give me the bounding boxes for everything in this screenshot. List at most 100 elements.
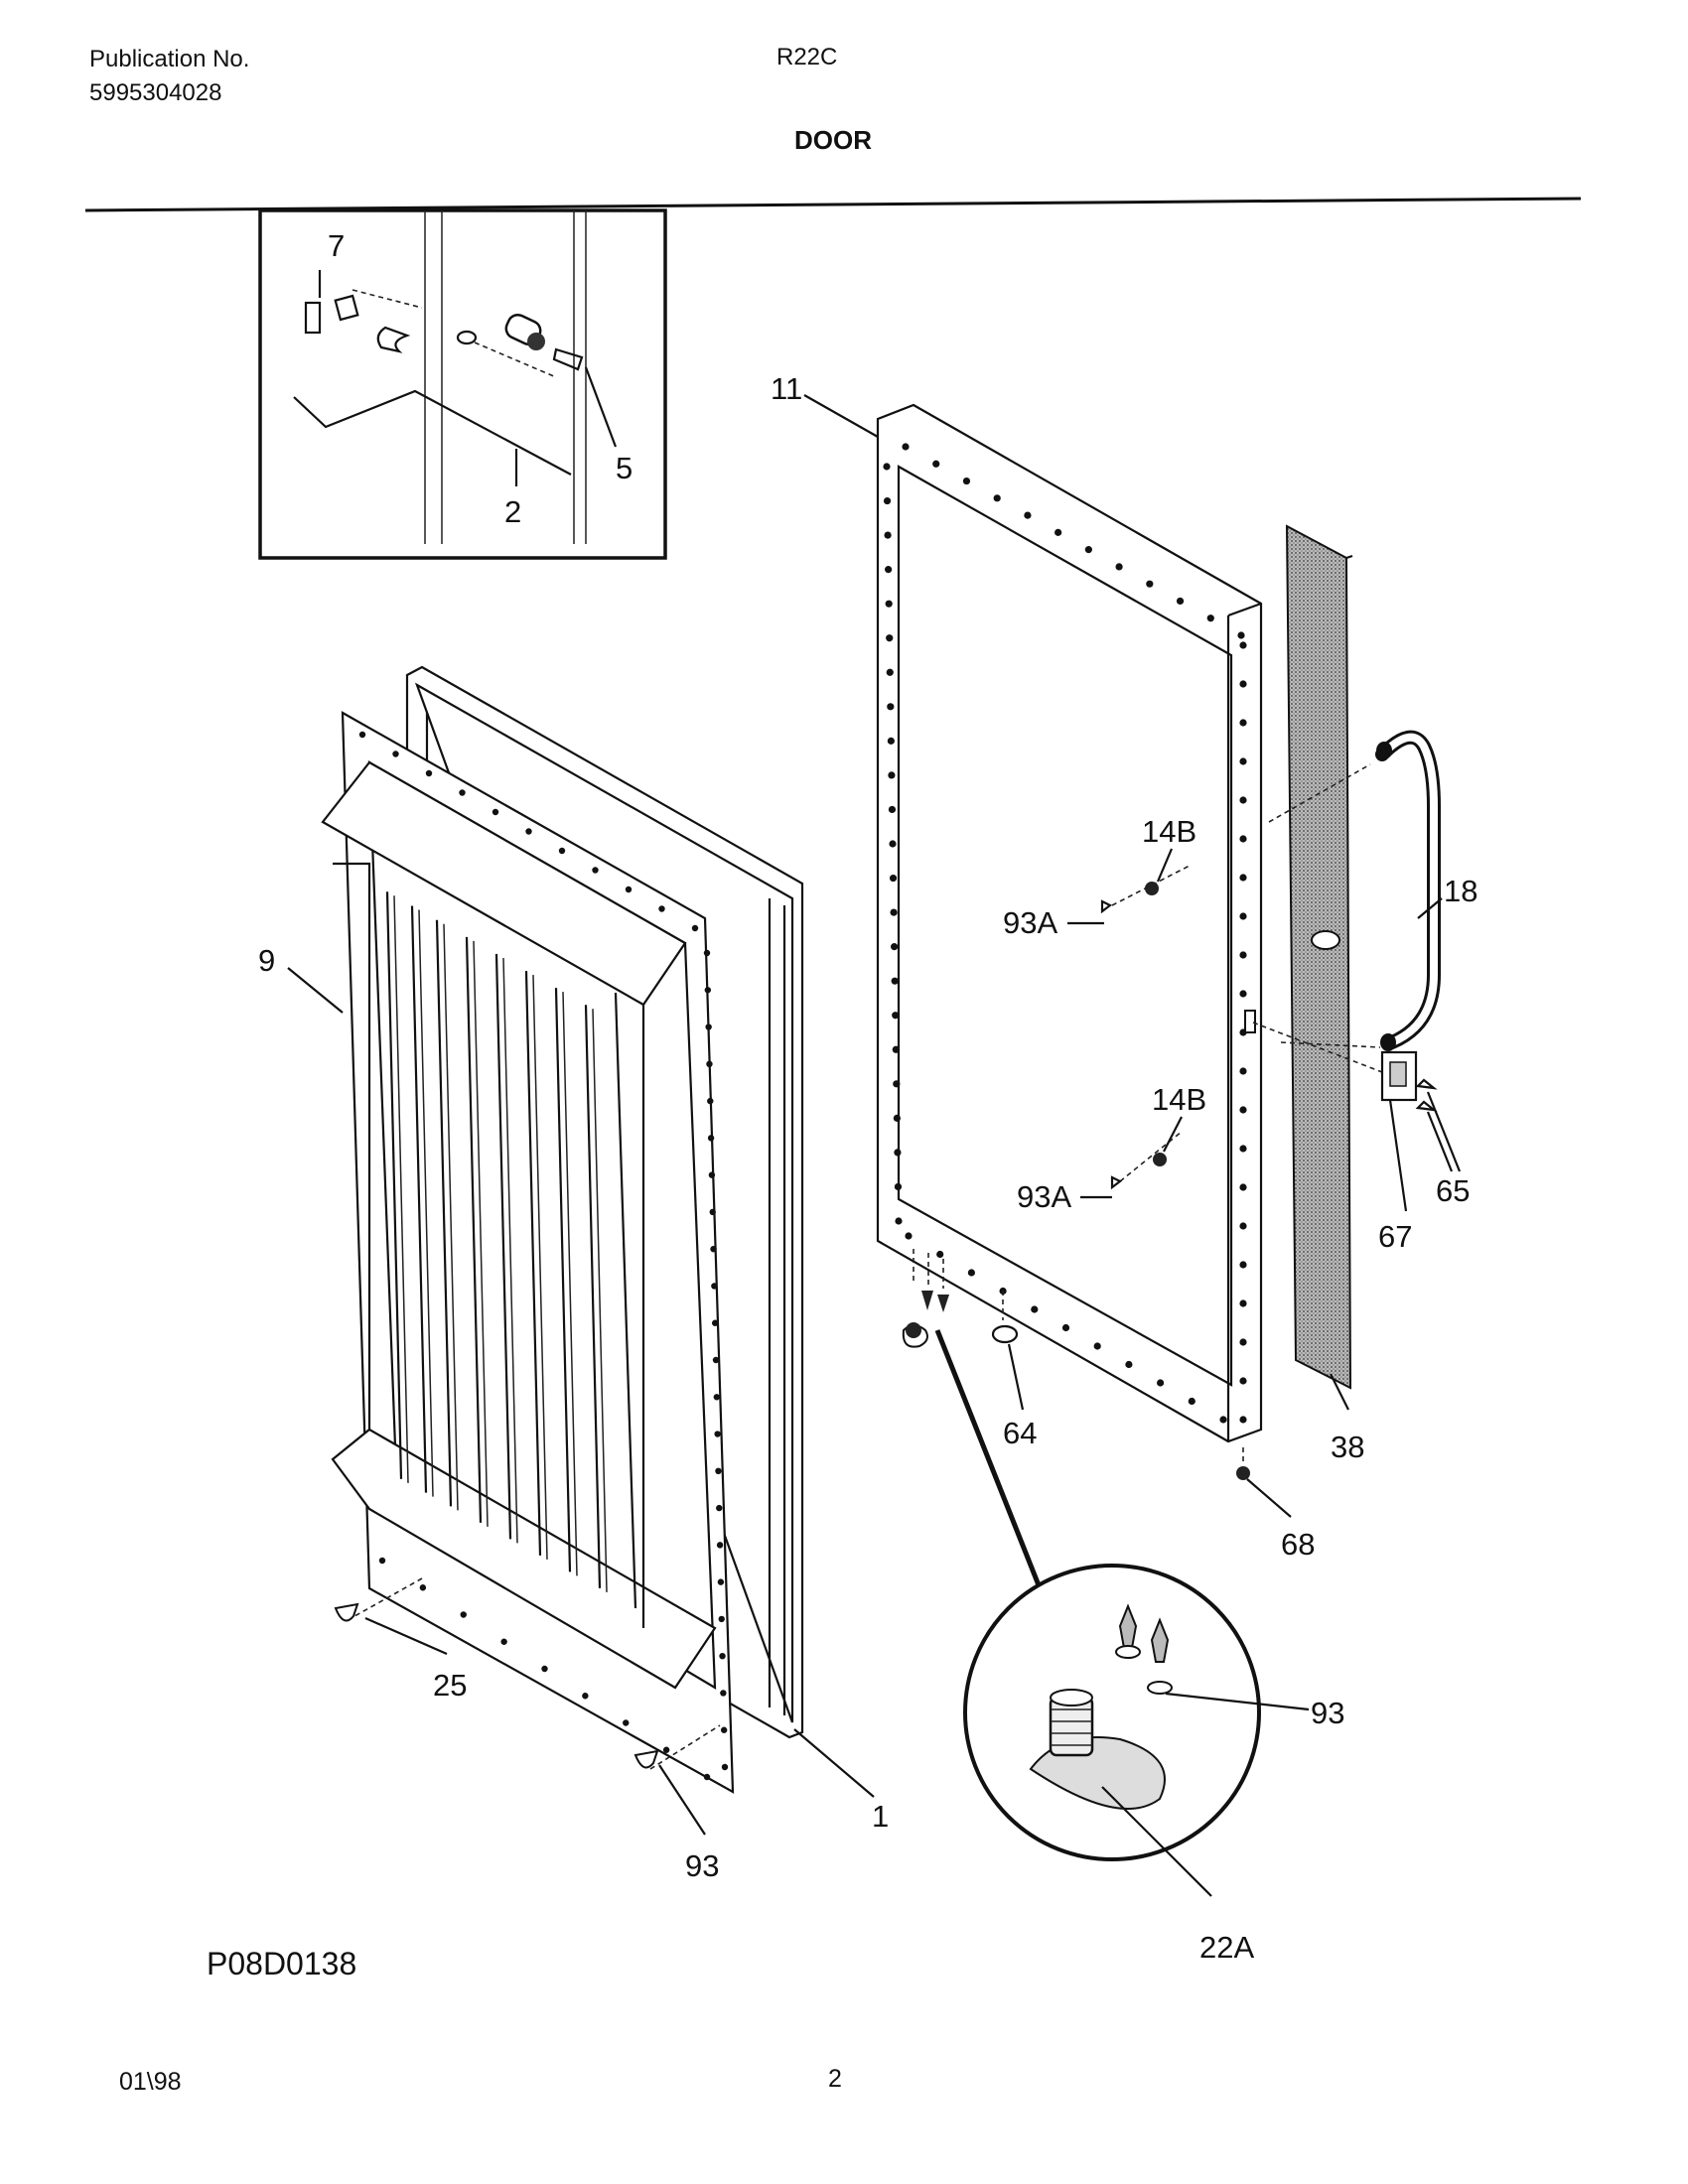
panel-hole [892, 1012, 900, 1020]
publication-label: Publication No. [89, 46, 250, 72]
panel-hole [1061, 1323, 1070, 1332]
publication-number: 5995304028 [89, 79, 222, 106]
panel-hole [1239, 951, 1247, 959]
liner-hole [658, 905, 665, 912]
panel-hole [886, 668, 894, 676]
callout-2: 2 [504, 494, 521, 529]
liner-hole [558, 847, 566, 855]
panel-hole [1093, 1342, 1101, 1350]
liner-hole [721, 1763, 729, 1771]
callout-25: 25 [433, 1668, 467, 1703]
liner-hole [625, 886, 633, 893]
liner-hole [720, 1690, 727, 1697]
panel-hole [1239, 757, 1247, 765]
panel-hole [894, 1149, 902, 1157]
callout-65: 65 [1436, 1173, 1470, 1208]
panel-hole [1239, 1145, 1247, 1153]
panel-hole [1239, 990, 1247, 998]
liner-rib [473, 940, 489, 1527]
liner-hole [717, 1578, 725, 1585]
panel-hole [993, 494, 1001, 502]
liner-hole [720, 1726, 728, 1733]
panel-hole [886, 634, 894, 642]
panel-hole [936, 1250, 944, 1259]
callout-93a-upper: 93A [1003, 905, 1057, 940]
callout-1: 1 [872, 1799, 889, 1834]
panel-hole [883, 463, 891, 471]
callout-11: 11 [771, 371, 802, 406]
model-number: R22C [776, 44, 838, 70]
panel-hole [1239, 1183, 1247, 1191]
callout-68: 68 [1281, 1527, 1315, 1562]
panel-hole [895, 1217, 903, 1225]
liner-rib [562, 992, 578, 1576]
leader-5 [584, 366, 618, 448]
leader-lines [287, 394, 1462, 1897]
liner-rib [584, 1005, 602, 1588]
panel-hole [1239, 874, 1247, 882]
liner-rib [393, 895, 409, 1483]
panel-hole [888, 805, 897, 814]
panel-hole [1239, 1299, 1247, 1307]
panel-hole [1237, 631, 1245, 639]
panel-hole [894, 1182, 903, 1191]
panel-hole [1239, 680, 1247, 688]
liner-hole [500, 1638, 507, 1645]
panel-hole [888, 771, 896, 779]
liner-hole [716, 1504, 723, 1512]
hinge-bracket [1244, 1010, 1438, 1112]
panel-hole [883, 496, 892, 505]
panel-hole [890, 908, 898, 916]
liner-rib [435, 919, 453, 1507]
callout-93-bottom: 93 [685, 1848, 719, 1883]
liner-screws [334, 1577, 721, 1770]
liner-hole [662, 1746, 670, 1753]
panel-hole [1219, 1416, 1227, 1424]
liner-hole [711, 1319, 719, 1326]
panel-hole [1024, 511, 1032, 519]
panel-hole [1206, 614, 1214, 622]
panel-hole [893, 1080, 901, 1088]
liner-hole [706, 1060, 713, 1068]
screw-set-lower [1110, 1131, 1183, 1190]
panel-hole [1055, 528, 1062, 536]
liner-rib [465, 936, 483, 1523]
panel-hole [1239, 1222, 1247, 1230]
liner-rib [554, 988, 572, 1572]
liner-hole [541, 1665, 548, 1673]
liner-hole [719, 1652, 726, 1660]
liner-rib [385, 891, 403, 1479]
panel-hole [932, 460, 940, 468]
liner-hole [392, 751, 399, 757]
liner-hole [713, 1394, 721, 1401]
liner-ribs [385, 891, 608, 1592]
outer-panel-holes [883, 443, 1247, 1424]
panel-hole [1239, 1377, 1247, 1385]
liner-hole [592, 867, 599, 874]
panel-hole [1239, 641, 1247, 649]
panel-hole [885, 566, 893, 574]
liner-hole [710, 1245, 717, 1253]
liner-holes [358, 731, 729, 1781]
liner-hole [459, 789, 466, 796]
liner-hole [716, 1542, 724, 1549]
panel-hole [1239, 835, 1247, 843]
callout-7: 7 [328, 228, 345, 263]
panel-hole [891, 977, 899, 985]
liner-rib [502, 957, 518, 1544]
panel-hole [1031, 1305, 1039, 1313]
panel-hole [885, 600, 893, 608]
footer-date: 01\98 [119, 2068, 182, 2096]
panel-hole [902, 443, 910, 451]
callout-38: 38 [1331, 1430, 1364, 1464]
panel-hole [1146, 580, 1154, 588]
liner-hole [358, 731, 366, 739]
liner-hole [419, 1584, 427, 1591]
liner-rib [532, 975, 548, 1560]
callout-22a: 22A [1199, 1930, 1254, 1965]
panel-hole [1239, 1067, 1247, 1075]
liner-rib [443, 923, 459, 1511]
liner-hole [707, 1097, 714, 1105]
liner-hole [703, 949, 711, 957]
